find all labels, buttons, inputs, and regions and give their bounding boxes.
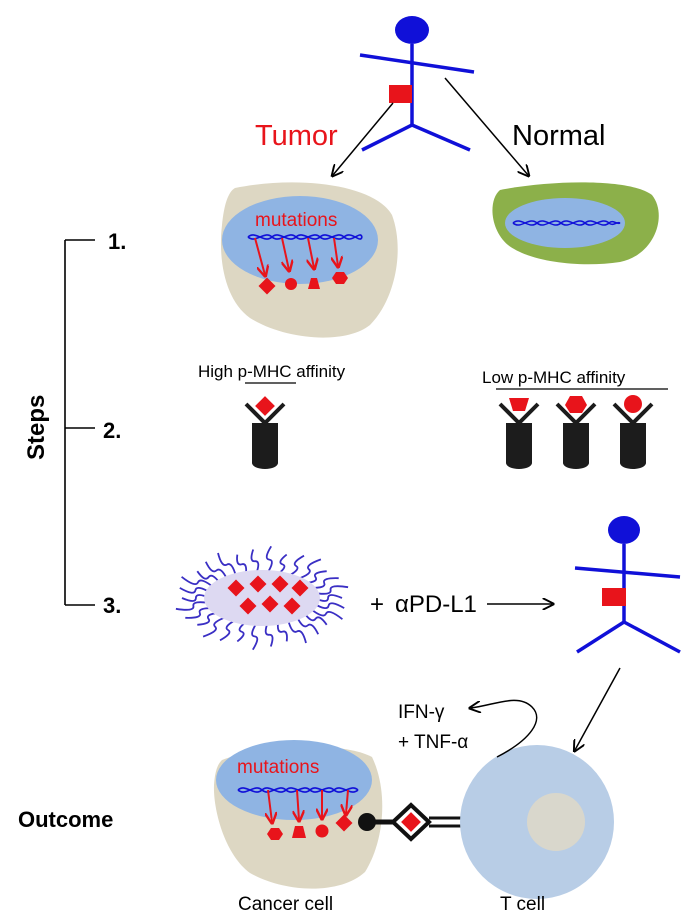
arrow-to-normal-cell — [444, 77, 528, 175]
mhc-low-affinity-2 — [555, 396, 597, 469]
nanoparticle-strand — [236, 621, 247, 643]
cancer-cell-label: Cancer cell — [238, 894, 333, 915]
nanoparticle-strand — [313, 594, 343, 602]
nanoparticle-strand — [197, 611, 220, 626]
nanoparticle-strand — [250, 549, 260, 574]
t-cell-label: T cell — [500, 894, 545, 915]
normal-label: Normal — [512, 120, 605, 152]
nanoparticle-strand — [296, 558, 322, 581]
nanoparticle-strand — [179, 586, 212, 594]
nanoparticle-antigen — [261, 595, 279, 613]
arrow-to-tumor-cell — [333, 102, 394, 175]
nanoparticle-strand — [312, 602, 345, 610]
tumor-mutations-label: mutations — [255, 210, 337, 231]
cancer-mutation-arrows — [268, 789, 348, 822]
nanoparticle-strand — [251, 622, 259, 651]
cancer-mutations-label: mutations — [237, 757, 319, 778]
mhc-high-affinity — [244, 396, 286, 469]
low-affinity-label: Low p-MHC affinity — [482, 368, 626, 387]
patient-figure-bottom — [574, 516, 681, 654]
nanoparticle-strand — [264, 622, 274, 647]
nanoparticle-strand — [296, 616, 320, 635]
nanoparticle-strand — [303, 612, 328, 626]
nanoparticle-antigen — [249, 575, 267, 593]
nanoparticle-strand — [181, 594, 211, 602]
nanoparticle-strand — [312, 585, 349, 595]
high-affinity-label: High p-MHC affinity — [198, 362, 346, 381]
steps-label: Steps — [23, 395, 50, 460]
nanoparticle-strand — [276, 621, 288, 642]
t-cell — [460, 745, 614, 899]
nanoparticle-strand — [309, 607, 343, 620]
tumor-cell — [220, 182, 398, 338]
tumor-dna-strand — [247, 234, 363, 240]
mhc-low-affinity-3 — [612, 395, 654, 469]
outcome-label: Outcome — [18, 807, 113, 832]
arrow-to-tcell — [575, 667, 621, 750]
nanoparticle-strand — [304, 570, 327, 585]
tumor-marker-top — [389, 85, 412, 103]
nanoparticle-antigen — [271, 575, 289, 593]
step-3-label: 3. — [103, 593, 121, 618]
nanoparticle-strand — [236, 554, 248, 575]
nanoparticle-vaccine — [175, 545, 349, 651]
nanoparticle-strand — [219, 619, 237, 642]
nanoparticle-antigen — [227, 579, 245, 597]
cytokine-release-arrow — [471, 699, 538, 758]
nanoparticle-strand — [309, 577, 339, 589]
nanoparticle-antigen — [239, 597, 257, 615]
tumor-label: Tumor — [255, 120, 338, 152]
nanoparticle-strand — [287, 554, 305, 577]
nanoparticle-strand — [287, 619, 307, 644]
tumor-marker-bottom — [602, 588, 626, 606]
nanoparticle-strand — [277, 553, 288, 575]
nanoparticle-antigen — [291, 579, 309, 597]
step-1-label: 1. — [108, 229, 126, 254]
step-2-label: 2. — [103, 418, 121, 443]
normal-dna-strand — [512, 220, 621, 226]
nanoparticle-strand — [181, 576, 215, 589]
nanoparticle-strand — [265, 545, 273, 574]
nanoparticle-strand — [175, 601, 212, 611]
plus-sign: + — [370, 591, 384, 618]
mhc-low-affinity-1 — [498, 398, 540, 469]
ifn-gamma-label: IFN-γ — [398, 702, 445, 723]
antibody-label: αPD-L1 — [395, 591, 477, 618]
cancer-neoantigens — [267, 814, 353, 840]
nanoparticle-strand — [185, 607, 215, 619]
nanoparticle-strand — [202, 615, 228, 638]
nanoparticle-strand — [196, 570, 221, 584]
steps-bracket — [64, 239, 95, 606]
tumor-mutation-arrows — [254, 237, 338, 275]
tumor-neoantigens — [258, 272, 348, 295]
nanoparticle-strand — [217, 552, 237, 577]
patient-figure-top — [359, 16, 475, 152]
nanoparticle-antigen — [283, 597, 301, 615]
tnf-alpha-label: + TNF-α — [398, 732, 468, 753]
nanoparticle-strand — [204, 561, 228, 580]
